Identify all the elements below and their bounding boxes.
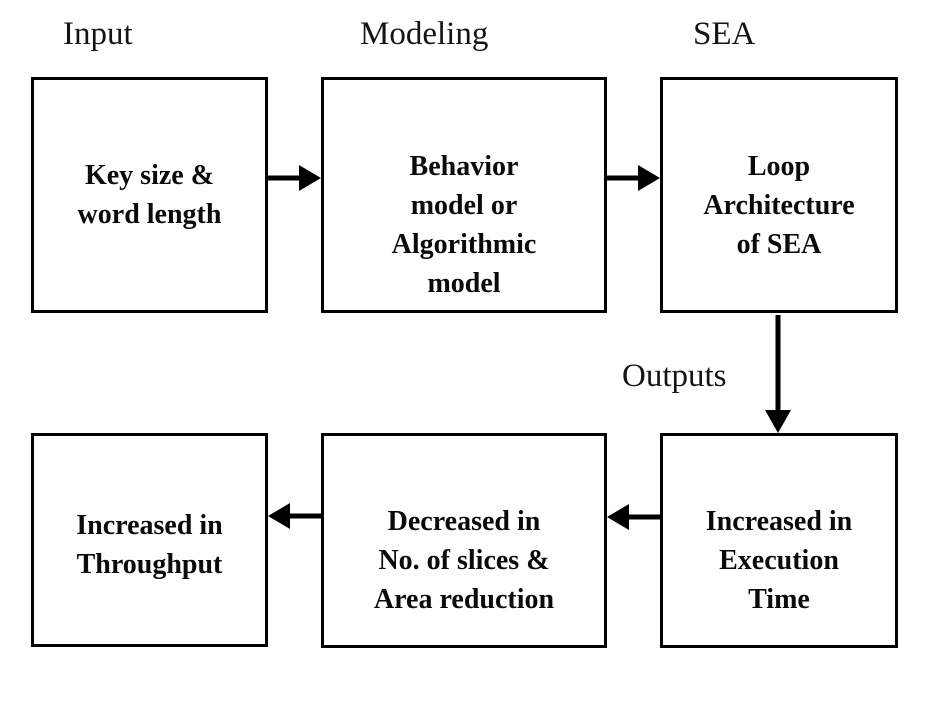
box-text-line: Algorithmic [391,229,537,260]
box-text-line: model [427,268,501,299]
box-loop-architecture-sea: Loop Architecture of SEA [660,77,898,313]
box-text-line: Architecture [703,189,855,221]
box-behavior-algorithmic-model-text: Behavior model or Algorithmic model [392,147,537,303]
box-loop-architecture-sea-text: Loop Architecture of SEA [703,147,854,264]
box-text-line: Throughput [76,549,223,580]
right-arrow-icon [607,165,660,191]
box-text-line: Loop [747,150,811,182]
box-text-line: Behavior [409,151,519,182]
box-key-size-word-length-text: Key size & word length [78,156,222,234]
stage-label-sea: SEA [693,16,756,52]
stage-label-outputs: Outputs [622,358,727,394]
box-text-line: Area reduction [373,584,555,615]
down-arrow-icon [765,315,791,433]
box-text-line: Decreased in [387,506,541,537]
box-text-line: word length [77,199,222,230]
stage-label-modeling: Modeling [360,16,489,52]
box-text-line: Increased in [705,506,853,537]
stage-label-input: Input [63,16,133,52]
box-text-line: Execution [719,545,839,576]
left-arrow-icon [268,503,321,529]
box-text-line: No. of slices & [378,545,550,576]
box-decreased-slices-area-text: Decreased in No. of slices & Area reduct… [374,502,554,619]
box-text-line: of SEA [736,228,822,260]
box-text-line: Key size & [84,160,215,191]
box-behavior-algorithmic-model: Behavior model or Algorithmic model [321,77,607,313]
box-increased-execution-time-text: Increased in Execution Time [706,502,853,619]
right-arrow-icon [268,165,321,191]
box-text-line: model or [410,190,518,221]
box-decreased-slices-area: Decreased in No. of slices & Area reduct… [321,433,607,648]
box-key-size-word-length: Key size & word length [31,77,268,313]
box-increased-throughput-text: Increased in Throughput [76,506,223,584]
box-increased-throughput: Increased in Throughput [31,433,268,647]
box-text-line: Increased in [76,510,223,541]
left-arrow-icon [607,504,660,530]
box-increased-execution-time: Increased in Execution Time [660,433,898,648]
box-text-line: Time [748,584,810,615]
